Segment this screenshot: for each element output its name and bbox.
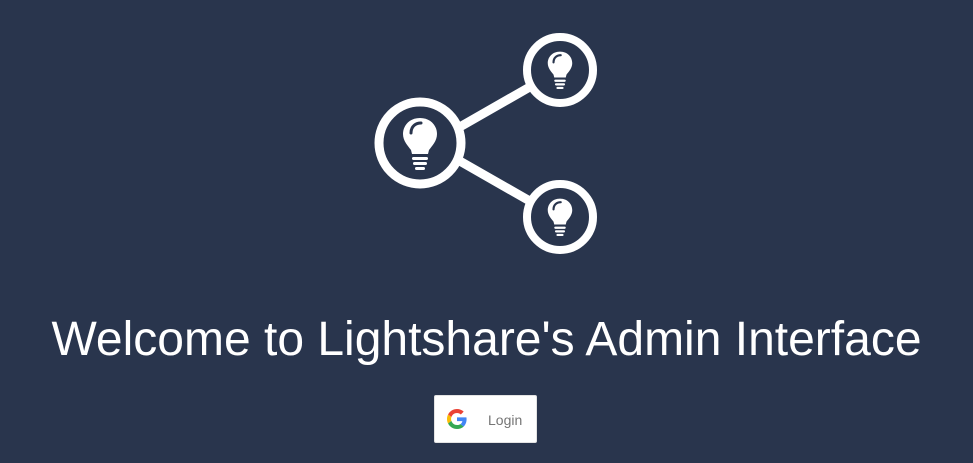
login-button-label: Login: [488, 412, 523, 428]
google-icon: [447, 409, 467, 429]
lightshare-logo-icon: [374, 33, 597, 254]
google-login-button[interactable]: Login: [434, 395, 537, 443]
lightbulb-icon: [403, 118, 437, 170]
page-title: Welcome to Lightshare's Admin Interface: [51, 313, 922, 366]
lightbulb-icon: [547, 51, 573, 90]
lightbulb-icon: [547, 198, 573, 237]
